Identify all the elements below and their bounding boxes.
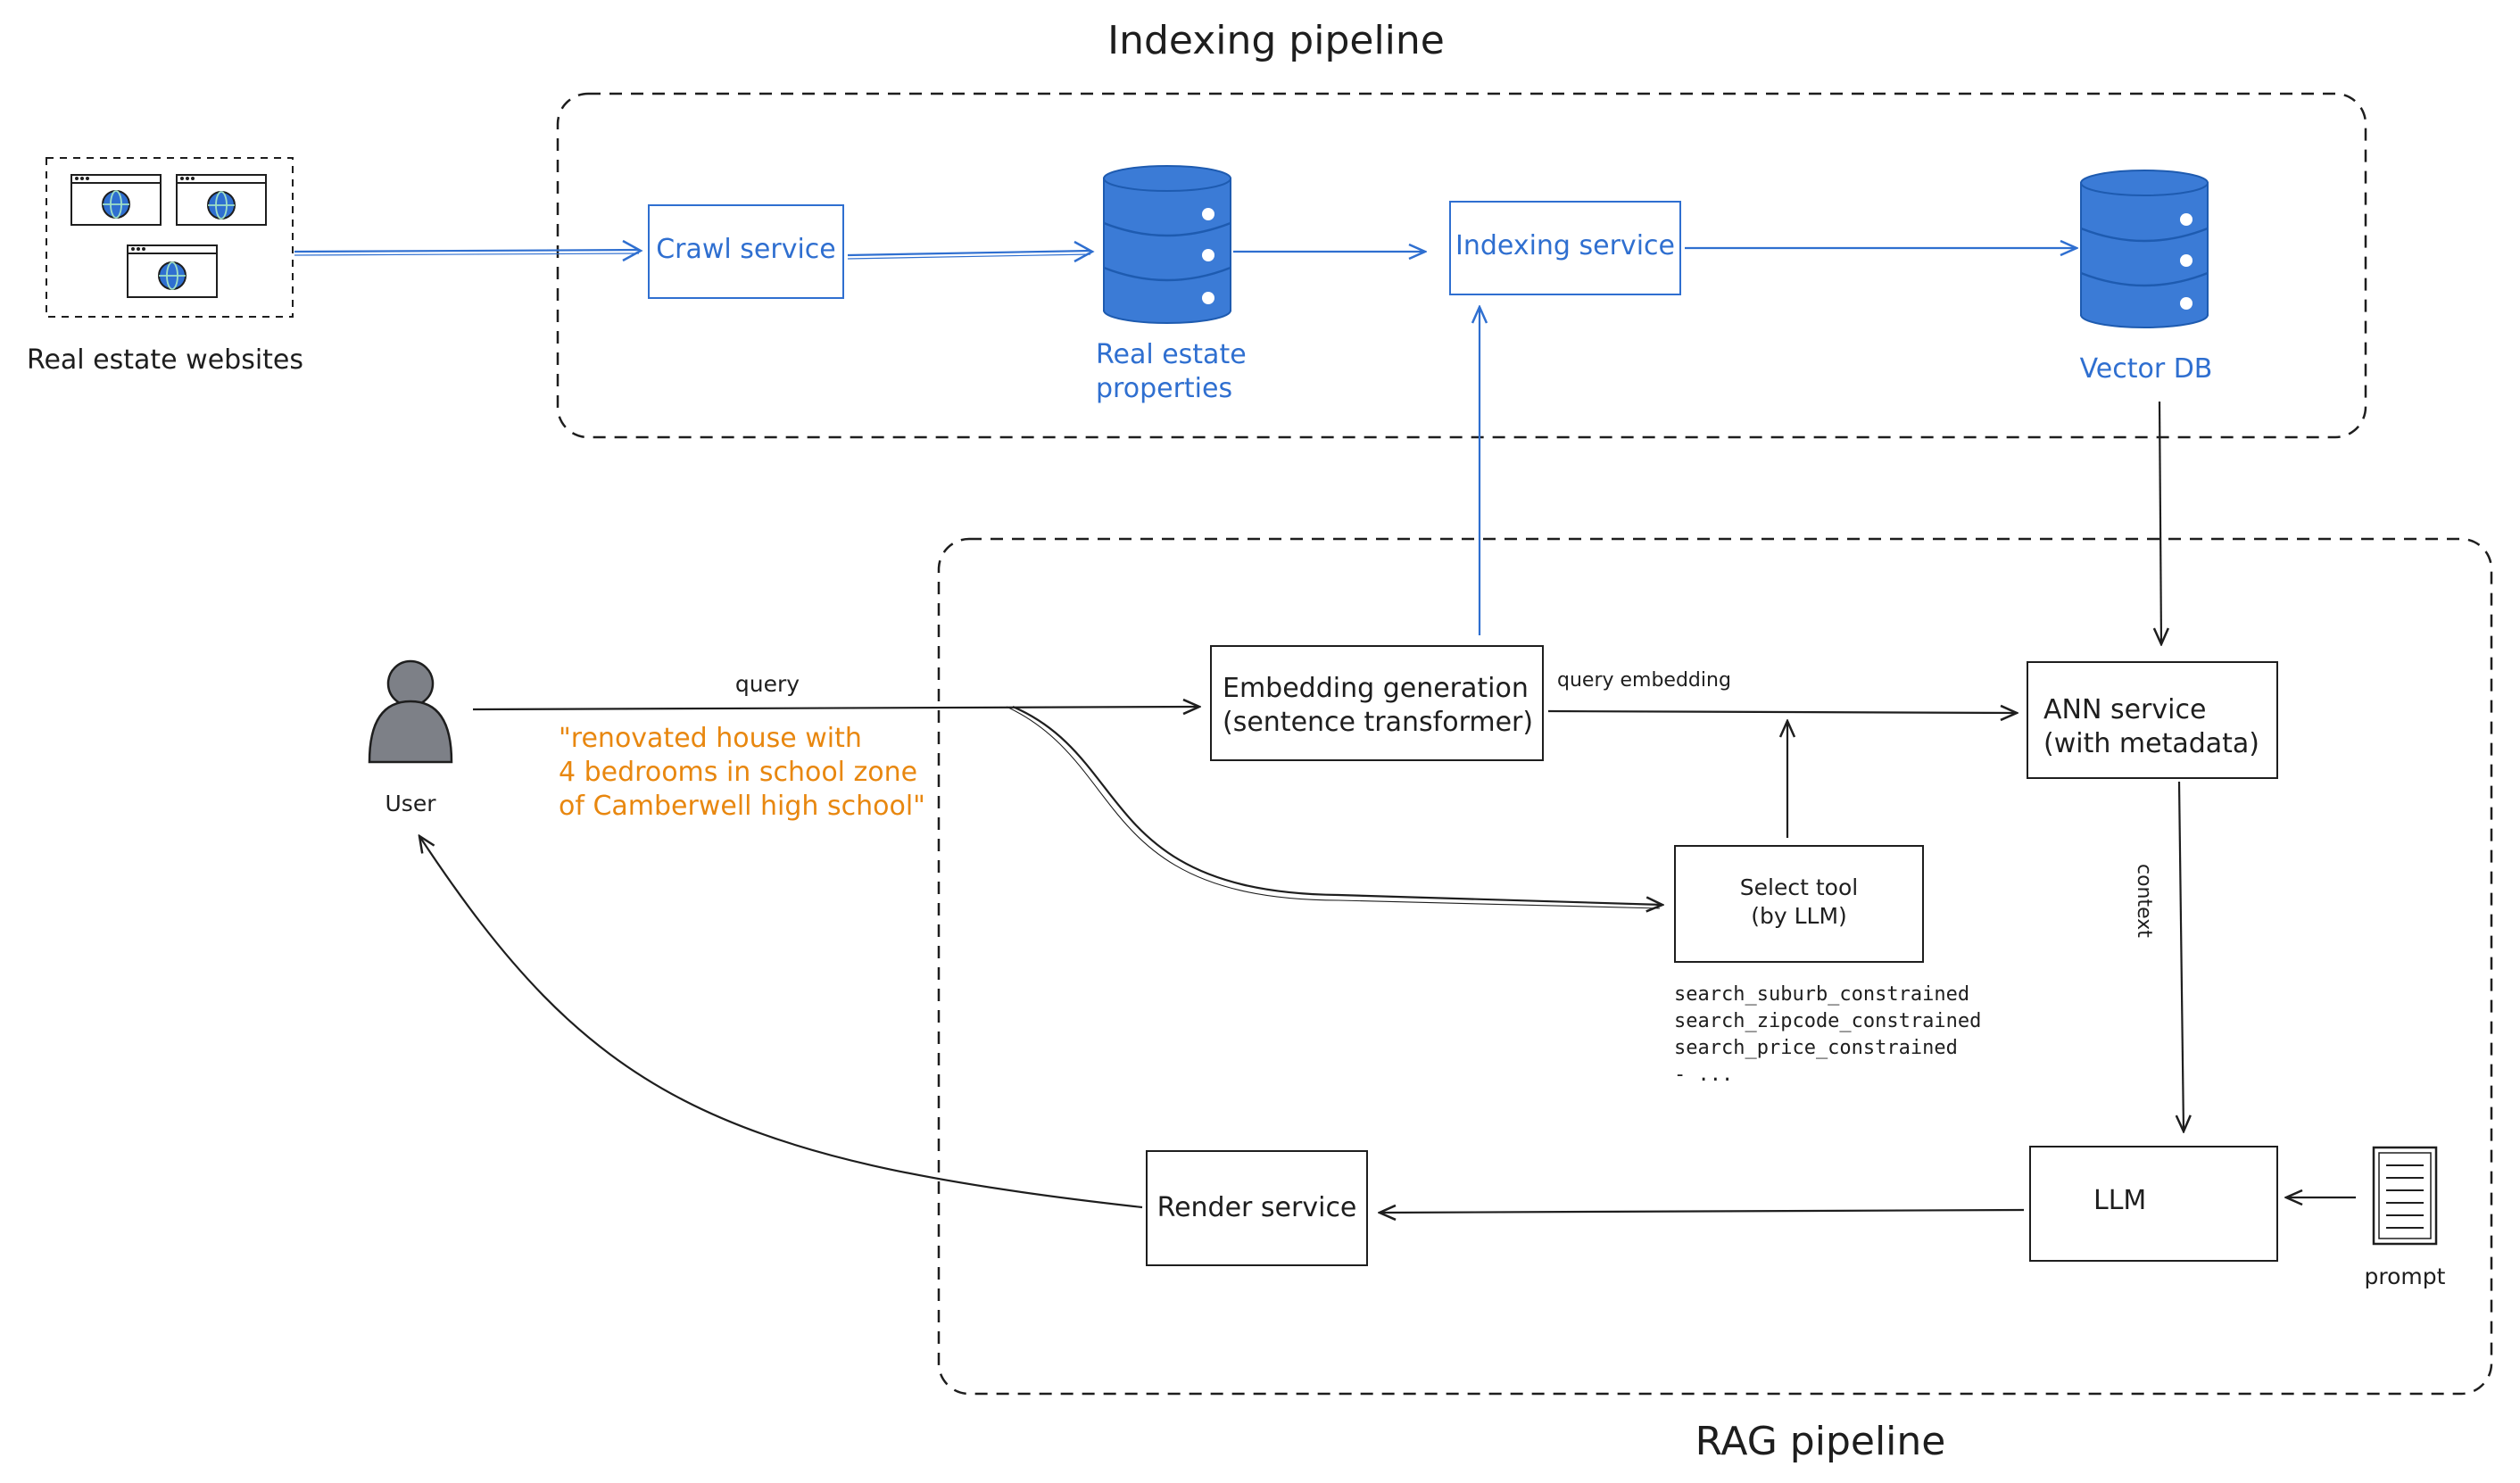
- arrow-user-to-embedding: [472, 707, 1199, 709]
- arrow-websites-to-crawl: [294, 239, 643, 262]
- prompt-label: prompt: [2364, 1263, 2446, 1289]
- render-service-label: Render service: [1156, 1192, 1357, 1223]
- ann-service-box: [2027, 661, 2278, 779]
- tool-item: search_suburb_constrained: [1674, 983, 1970, 1006]
- indexing-service-label: Indexing service: [1455, 230, 1675, 261]
- query-example-line3: of Camberwell high school": [559, 791, 925, 822]
- llm-box: [2029, 1146, 2278, 1262]
- query-embedding-edge-label: query embedding: [1557, 669, 1731, 692]
- arrow-crawl-to-properties: [847, 240, 1095, 263]
- llm-label: LLM: [2093, 1185, 2147, 1216]
- database-icon: [1103, 165, 1231, 324]
- arrow-ann-to-llm: [2179, 781, 2184, 1131]
- globe-icon: [102, 190, 130, 219]
- arrow-embedding-to-ann: [1547, 711, 2017, 713]
- indexing-pipeline-group: [556, 92, 2367, 439]
- user-label: User: [385, 791, 436, 816]
- websites-label: Real estate websites: [26, 344, 304, 376]
- select-tool-label-line1: Select tool: [1739, 874, 1859, 900]
- document-icon: [2372, 1146, 2438, 1246]
- select-tool-box: [1674, 845, 1924, 963]
- globe-icon: [207, 191, 236, 220]
- embedding-label-line2: (sentence transformer): [1223, 707, 1534, 738]
- rag-pipeline-title: RAG pipeline: [1695, 1419, 1946, 1464]
- render-service-box: [1146, 1150, 1368, 1266]
- browser-window-1: [70, 174, 162, 226]
- database-icon: [2080, 170, 2209, 328]
- indexing-pipeline-title: Indexing pipeline: [1107, 18, 1445, 63]
- arrow-render-to-user: [419, 836, 1143, 1209]
- tool-item: - ...: [1674, 1064, 1734, 1086]
- embedding-label-line1: Embedding generation: [1223, 673, 1529, 704]
- arrow-llm-to-render: [1380, 1210, 2025, 1213]
- globe-icon: [158, 261, 187, 290]
- context-edge-label: context: [2133, 864, 2155, 938]
- query-edge-label: query: [734, 671, 800, 697]
- user-icon: [368, 659, 453, 764]
- arrow-query-to-select-tool: [1006, 705, 1662, 908]
- tool-item: search_zipcode_constrained: [1674, 1010, 1982, 1032]
- query-example-line1: "renovated house with: [559, 723, 862, 754]
- rag-pipeline-group: [937, 537, 2493, 1396]
- tool-item: search_price_constrained: [1674, 1037, 1958, 1059]
- query-example-line2: 4 bedrooms in school zone: [559, 757, 918, 788]
- ann-service-label-line1: ANN service: [2043, 694, 2207, 725]
- ann-service-label-line2: (with metadata): [2043, 728, 2259, 759]
- select-tool-label-line2: (by LLM): [1751, 903, 1847, 929]
- browser-window-3: [127, 244, 218, 298]
- browser-window-2: [176, 174, 267, 226]
- crawl-service-box: [648, 204, 844, 299]
- vector-db-label: Vector DB: [2079, 353, 2213, 385]
- properties-label-line2: properties: [1096, 373, 1233, 404]
- embedding-generation-box: [1210, 645, 1544, 761]
- crawl-service-label: Crawl service: [656, 234, 836, 265]
- indexing-service-box: [1449, 201, 1681, 295]
- properties-label-line1: Real estate: [1096, 339, 1247, 370]
- websites-group: [46, 157, 294, 318]
- arrow-vectordb-to-ann: [2159, 401, 2161, 644]
